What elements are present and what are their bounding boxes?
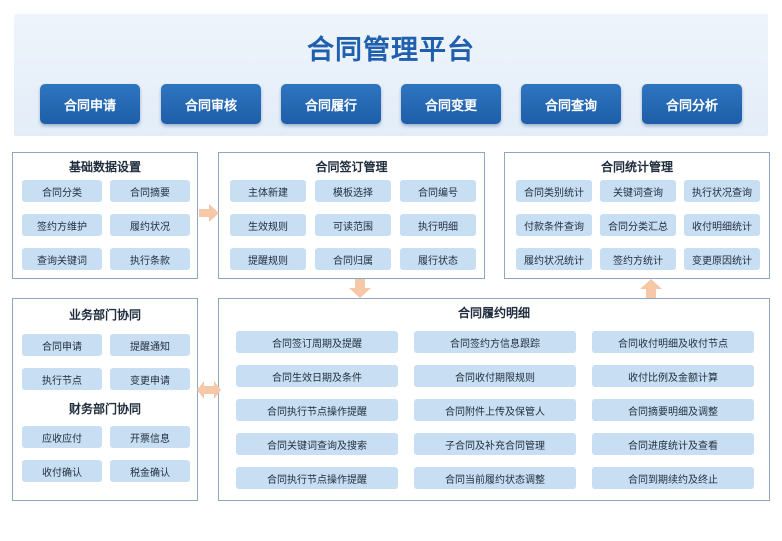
nav-contract-perform[interactable]: 合同履行 (281, 84, 381, 124)
stats-title: 合同统计管理 (600, 160, 673, 174)
business-title: 业务部门协同 (68, 308, 141, 322)
arrow-up-icon (640, 279, 662, 298)
page-title: 合同管理平台 (307, 35, 475, 66)
arrow-right-icon (199, 204, 219, 222)
basic-data-title: 基础数据设置 (68, 160, 141, 174)
stats-item[interactable]: 变更原因统计 (684, 248, 760, 270)
business-item[interactable]: 提醒通知 (110, 334, 190, 356)
signing-item[interactable]: 合同编号 (400, 180, 476, 202)
business-item[interactable]: 执行节点 (22, 368, 102, 390)
stats-item[interactable]: 签约方统计 (600, 248, 676, 270)
basic-data-item[interactable]: 合同分类 (22, 180, 102, 202)
finance-item[interactable]: 收付确认 (22, 460, 102, 482)
arrow-down-icon (349, 279, 371, 298)
finance-item[interactable]: 税金确认 (110, 460, 190, 482)
finance-item[interactable]: 应收应付 (22, 426, 102, 448)
basic-data-item[interactable]: 履约状况 (110, 214, 190, 236)
fulfillment-item[interactable]: 合同摘要明细及调整 (592, 399, 754, 421)
signing-item[interactable]: 可读范围 (315, 214, 391, 236)
stats-item[interactable]: 履约状况统计 (516, 248, 592, 270)
stats-item[interactable]: 合同类别统计 (516, 180, 592, 202)
basic-data-item[interactable]: 签约方维护 (22, 214, 102, 236)
fulfillment-title: 合同履约明细 (457, 306, 530, 320)
fulfillment-item[interactable]: 合同签订周期及提醒 (236, 331, 398, 353)
signing-item[interactable]: 模板选择 (315, 180, 391, 202)
fulfillment-item[interactable]: 合同当前履约状态调整 (414, 467, 576, 489)
fulfillment-item[interactable]: 收付比例及金额计算 (592, 365, 754, 387)
finance-title: 财务部门协同 (68, 402, 141, 416)
nav-contract-review[interactable]: 合同审核 (161, 84, 261, 124)
signing-item[interactable]: 履行状态 (400, 248, 476, 270)
fulfillment-item[interactable]: 合同进度统计及查看 (592, 433, 754, 455)
stats-module: 合同统计管理 合同类别统计 关键词查询 执行状况查询 付款条件查询 合同分类汇总… (504, 152, 770, 279)
stats-item[interactable]: 合同分类汇总 (600, 214, 676, 236)
signing-item[interactable]: 生效规则 (230, 214, 306, 236)
nav-contract-apply[interactable]: 合同申请 (40, 84, 140, 124)
basic-data-item[interactable]: 合同摘要 (110, 180, 190, 202)
fulfillment-item[interactable]: 合同签约方信息跟踪 (414, 331, 576, 353)
fulfillment-item[interactable]: 合同执行节点操作提醒 (236, 399, 398, 421)
fulfillment-item[interactable]: 合同收付期限规则 (414, 365, 576, 387)
fulfillment-item[interactable]: 子合同及补充合同管理 (414, 433, 576, 455)
fulfillment-item[interactable]: 合同收付明细及收付节点 (592, 331, 754, 353)
signing-item[interactable]: 主体新建 (230, 180, 306, 202)
nav-contract-query[interactable]: 合同查询 (521, 84, 621, 124)
signing-item[interactable]: 执行明细 (400, 214, 476, 236)
business-item[interactable]: 合同申请 (22, 334, 102, 356)
stats-item[interactable]: 执行状况查询 (684, 180, 760, 202)
signing-item[interactable]: 合同归属 (315, 248, 391, 270)
basic-data-item[interactable]: 查询关键词 (22, 248, 102, 270)
basic-data-module: 基础数据设置 合同分类 合同摘要 签约方维护 履约状况 查询关键词 执行条款 (12, 152, 198, 279)
collaboration-module: 业务部门协同 合同申请 提醒通知 执行节点 变更申请 财务部门协同 应收应付 开… (12, 298, 198, 501)
stats-item[interactable]: 付款条件查询 (516, 214, 592, 236)
fulfillment-item[interactable]: 合同附件上传及保管人 (414, 399, 576, 421)
fulfillment-module: 合同履约明细 合同签订周期及提醒 合同签约方信息跟踪 合同收付明细及收付节点 合… (218, 298, 770, 501)
arrow-bidirectional-icon (197, 381, 221, 399)
fulfillment-item[interactable]: 合同关键词查询及搜索 (236, 433, 398, 455)
nav-contract-analysis[interactable]: 合同分析 (642, 84, 742, 124)
basic-data-item[interactable]: 执行条款 (110, 248, 190, 270)
fulfillment-item[interactable]: 合同执行节点操作提醒 (236, 467, 398, 489)
finance-item[interactable]: 开票信息 (110, 426, 190, 448)
signing-title: 合同签订管理 (315, 160, 388, 174)
signing-module: 合同签订管理 主体新建 模板选择 合同编号 生效规则 可读范围 执行明细 提醒规… (218, 152, 485, 279)
stats-item[interactable]: 关键词查询 (600, 180, 676, 202)
nav-contract-change[interactable]: 合同变更 (401, 84, 501, 124)
signing-item[interactable]: 提醒规则 (230, 248, 306, 270)
stats-item[interactable]: 收付明细统计 (684, 214, 760, 236)
fulfillment-item[interactable]: 合同生效日期及条件 (236, 365, 398, 387)
fulfillment-item[interactable]: 合同到期续约及终止 (592, 467, 754, 489)
business-item[interactable]: 变更申请 (110, 368, 190, 390)
